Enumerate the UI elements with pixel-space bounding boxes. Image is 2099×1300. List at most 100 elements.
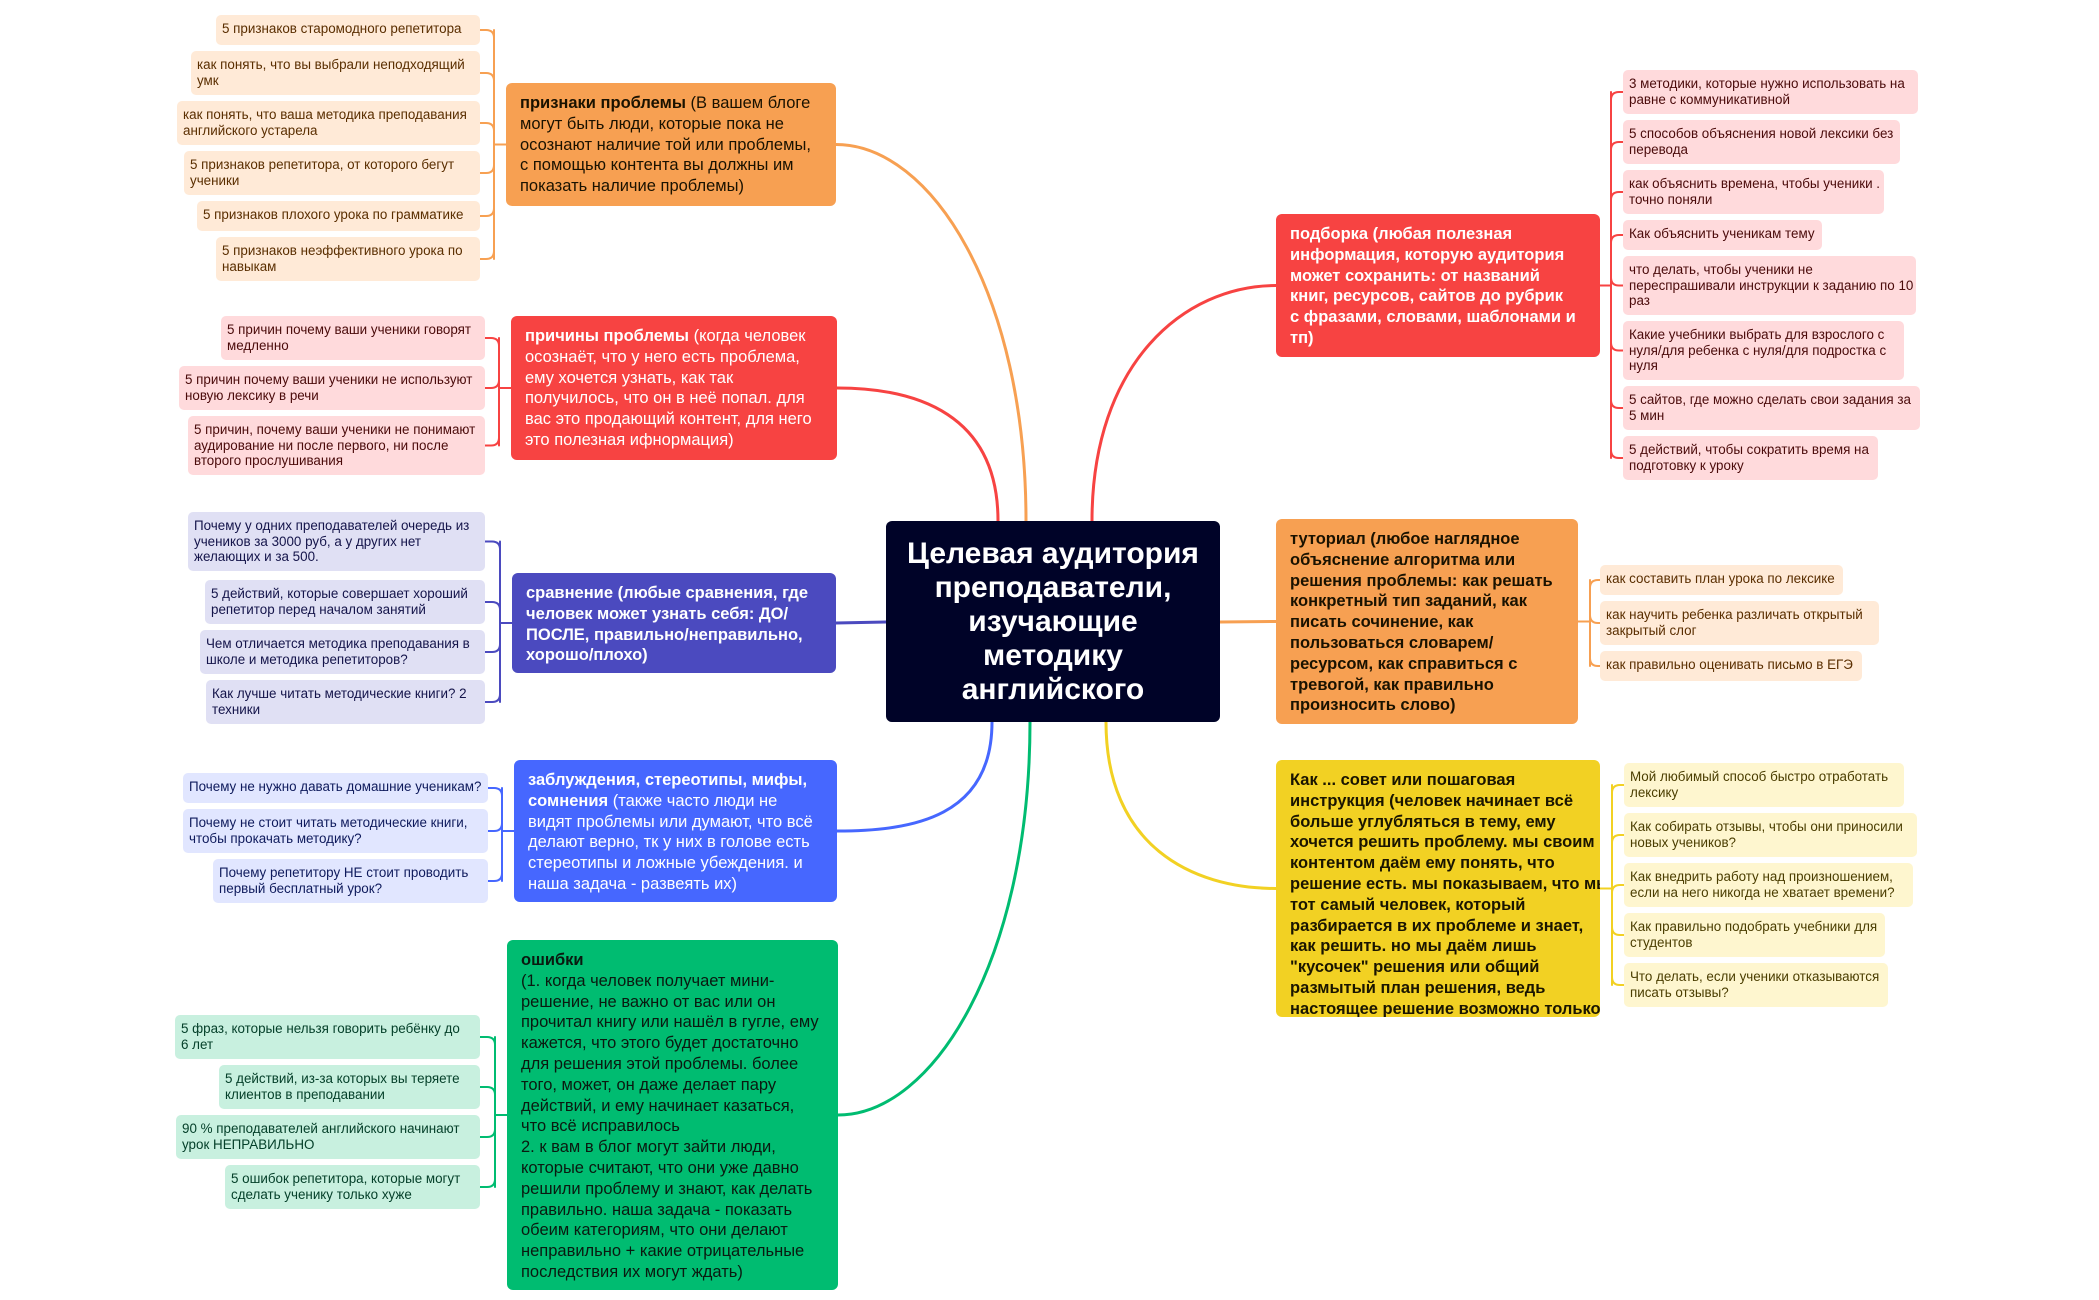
branch-text-bold: инструкция (человек начинает всё (1290, 791, 1574, 810)
leaf-text-line: нуля/для ребенка с нуля/для подростка с (1629, 342, 1887, 358)
branch-text-regular: (когда человек (688, 327, 806, 345)
leaf-topic[interactable]: 5 признаков старомодного репетитора (216, 15, 480, 45)
connector-root-zabluzhdeniya (835, 720, 994, 833)
branch-oshibki[interactable]: ошибки(1. когда человек получает мини-ре… (507, 940, 838, 1290)
leaf-text-line: техники (212, 701, 261, 717)
branch-text-line: тревогой, как правильно (1290, 675, 1564, 696)
branch-text-line: может сохранить: от названий (1290, 266, 1586, 287)
branch-text-regular: показать наличие проблемы) (520, 177, 745, 196)
branch-text-bold: разбирается в их проблеме и знает, (1290, 916, 1584, 935)
leaf-topic[interactable]: Как внедрить работу над произношением,ес… (1624, 863, 1913, 907)
leaf-text-line: Чем отличается методика преподавания в (206, 636, 470, 651)
branch-text-line: причины проблемы (когда человек (525, 326, 823, 347)
leaf-text-line: 5 действий, из-за которых вы теряете (225, 1071, 460, 1086)
branch-text-bold: хочется решить проблему. мы своим (1290, 833, 1595, 852)
connector-leaf (1610, 341, 1624, 352)
leaf-text-line: Мой любимый способ быстро отработать (1630, 769, 1889, 784)
leaf-text-line: сделать ученику только хуже (231, 1186, 412, 1202)
connector-leaf (1610, 91, 1624, 101)
branch-zabluzhdeniya[interactable]: заблуждения, стереотипы, мифы,сомнения (… (514, 760, 837, 902)
leaf-text-line: Как собирать отзывы, чтобы они приносили (1630, 819, 1903, 834)
leaf-text-line: Почему не нужно давать домашние ученикам… (189, 779, 482, 794)
branch-text-bold: туториал (любое наглядное (1290, 530, 1520, 548)
branch-text-bold: "кусочек" решения или общий (1290, 958, 1540, 977)
branch-text-line: ошибки (521, 950, 824, 971)
branch-text-regular: последствия их могут ждать) (521, 1262, 743, 1281)
leaf-text-line: что делать, чтобы ученики не (1629, 262, 1813, 277)
leaf-topic[interactable]: Как объяснить ученикам тему (1623, 220, 1822, 250)
branch-text-bold: решение есть. мы показываем, что мы (1290, 874, 1600, 893)
branch-text-line: инструкция (человек начинает всё (1290, 791, 1586, 812)
branch-text-line: туториал (любое наглядное (1290, 529, 1564, 550)
leaf-text-line: Какие учебники выбрать для взрослого с (1629, 327, 1885, 342)
leaf-topic[interactable]: 5 признаков плохого урока по грамматике (197, 201, 480, 231)
branch-text-line: решение, не важно от вас или он (521, 992, 824, 1013)
leaf-topic[interactable]: 5 причин, почему ваши ученики не понимаю… (188, 416, 485, 475)
connector-leaf (1611, 976, 1625, 986)
leaf-text-line: точно поняли (1629, 191, 1713, 207)
branch-text-bold: причины проблемы (525, 327, 689, 345)
leaf-topic[interactable]: как правильно оценивать письмо в ЕГЭ (1600, 651, 1862, 681)
branch-text-line: человек может узнать себя: ДО/ (526, 604, 822, 625)
leaf-topic[interactable]: как понять, что ваша методика преподаван… (177, 101, 480, 145)
leaf-topic[interactable]: Почему не стоит читать методические книг… (183, 809, 488, 853)
leaf-text-line: студентов (1630, 934, 1693, 950)
leaf-topic[interactable]: как составить план урока по лексике (1600, 565, 1843, 595)
branch-text-line: настоящее решение возможно только (1290, 999, 1600, 1017)
branch-text-regular: это полезная ифнормация) (525, 430, 734, 449)
branch-text-line: подборка (любая полезная (1290, 224, 1586, 245)
connector-leaf (1611, 884, 1625, 894)
leaf-topic[interactable]: 5 сайтов, где можно сделать свои задания… (1623, 386, 1920, 430)
leaf-text-line: навыкам (222, 258, 277, 274)
leaf-topic[interactable]: Почему не нужно давать домашние ученикам… (183, 773, 488, 803)
leaf-text-line: желающих и за 500. (194, 549, 319, 564)
leaf-topic[interactable]: 90 % преподавателей английского начинают… (176, 1115, 480, 1159)
leaf-topic[interactable]: как объяснить времена, чтобы ученики .то… (1623, 170, 1884, 214)
branch-text-line: признаки проблемы (В вашем блоге (520, 93, 822, 114)
leaf-topic[interactable]: Почему у одних преподавателей очередь из… (188, 512, 485, 571)
connector-leaf (479, 72, 495, 82)
branch-text-regular: неправильно + какие отрицательные (521, 1242, 805, 1261)
leaf-text-line: ученики (190, 172, 240, 188)
branch-text-bold: ошибки (521, 951, 584, 969)
leaf-text-line: урок НЕПРАВИЛЬНО (182, 1136, 315, 1152)
leaf-topic[interactable]: 5 причин почему ваши ученики не использу… (179, 366, 485, 410)
leaf-text-line: как научить ребенка различать открытый (1606, 607, 1863, 622)
branch-text-line: решения проблемы: как решать (1290, 571, 1564, 592)
leaf-topic[interactable]: 5 фраз, которые нельзя говорить ребёнку … (175, 1015, 480, 1059)
connector-leaf (1610, 141, 1624, 151)
leaf-topic[interactable]: 5 признаков репетитора, от которого бегу… (184, 151, 480, 195)
root-title-line: изучающие (968, 604, 1138, 638)
leaf-text-line: 5 сайтов, где можно сделать свои задания… (1629, 392, 1911, 407)
leaf-topic[interactable]: Как собирать отзывы, чтобы они приносили… (1624, 813, 1917, 857)
leaf-topic[interactable]: 3 методики, которые нужно использовать н… (1623, 70, 1918, 114)
leaf-text-line: как понять, что вы выбрали неподходящий (197, 57, 465, 72)
branch-text-regular: прочитал книгу или нашёл в гугле, ему (521, 1013, 819, 1032)
branch-text-line: могут быть люди, которые пока не (520, 114, 822, 135)
branch-text-line: того, может, он даже делает пару (521, 1075, 824, 1096)
